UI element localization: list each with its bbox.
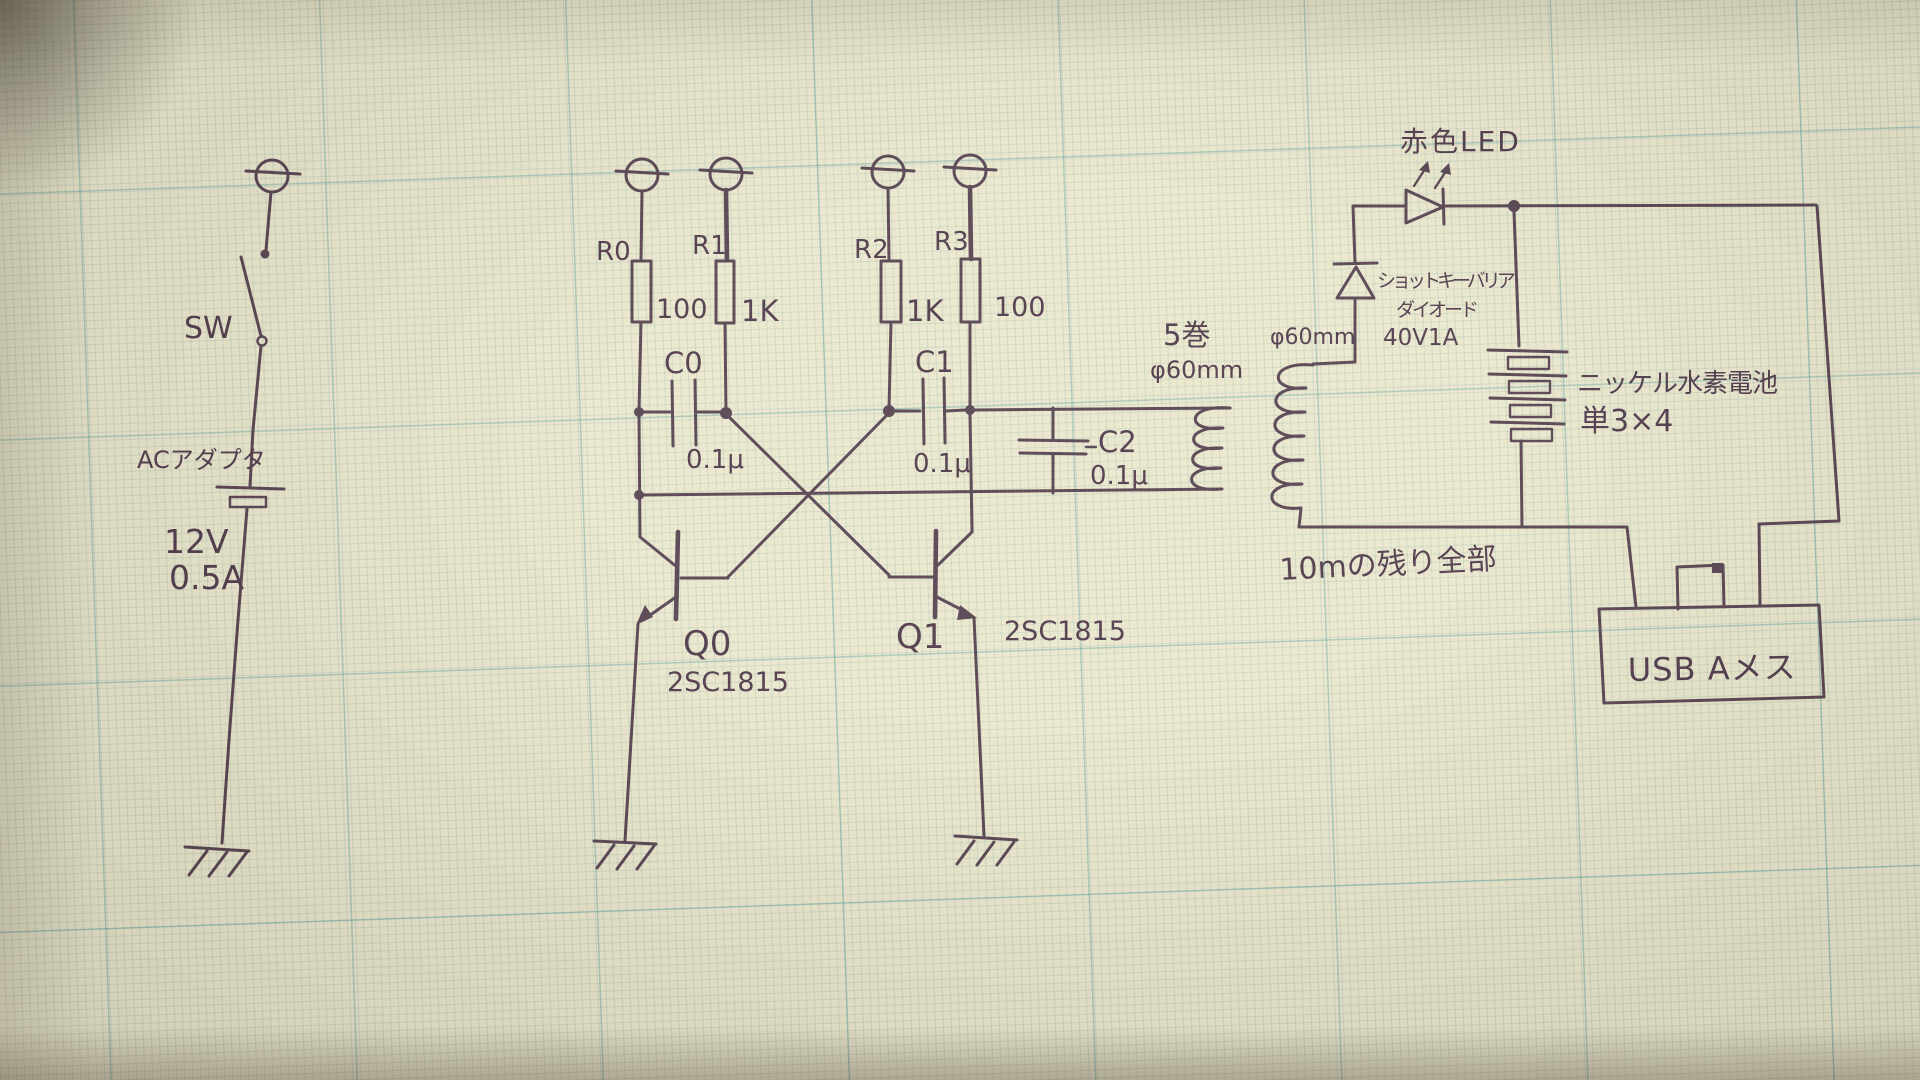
- wire: [264, 190, 273, 252]
- right-rail: [1757, 204, 1841, 526]
- resistor-r0-label: R0: [596, 237, 631, 267]
- transistor-q1-part: 2SC1815: [1004, 616, 1126, 647]
- resistor-r2-value: 1K: [906, 294, 944, 328]
- capacitor-c0-symbol: [642, 378, 723, 448]
- resistor-body-r2: [879, 259, 903, 324]
- capacitor-c0-label: C0: [664, 346, 703, 380]
- schottky-name-line2: ダイオード: [1396, 299, 1477, 321]
- resistor-r0-value: 100: [656, 294, 708, 325]
- rx-coil-diameter: φ60mm: [1270, 325, 1355, 350]
- resistor-r1-label: R1: [692, 231, 727, 261]
- capacitor-c2-symbol: [1017, 406, 1098, 495]
- wire: [1311, 360, 1357, 366]
- adapter-voltage: 12V: [164, 522, 229, 561]
- switch-label: SW: [184, 311, 233, 346]
- resistor-r3-value: 100: [994, 292, 1046, 323]
- battery-cells-label: 単3×4: [1580, 404, 1673, 439]
- transistor-q0-label: Q0: [683, 624, 731, 664]
- capacitor-c2-label: C2: [1098, 425, 1137, 459]
- rx-coil-note: 10mの残り全部: [1279, 542, 1498, 588]
- battery-symbol: [1486, 210, 1569, 529]
- receiver-circuit: φ60mm 10mの残り全部 ショットキーバリア ダイオード 40V1A: [1270, 125, 1841, 705]
- ac-adapter-circuit: SW ACアダプタ 12V 0.5A: [137, 158, 302, 878]
- adapter-plus-plate: [215, 485, 286, 491]
- adapter-label: ACアダプタ: [137, 446, 266, 474]
- usb-label: USB Aメス: [1627, 648, 1796, 689]
- led-symbol: [1404, 161, 1451, 226]
- schottky-name-line1: ショットキーバリア: [1377, 270, 1515, 292]
- transistor-q0-part: 2SC1815: [667, 667, 789, 698]
- resistor-r2-label: R2: [854, 235, 889, 265]
- capacitor-c1-symbol: [892, 376, 967, 446]
- transistor-q1-label: Q1: [896, 617, 944, 657]
- junction-dot: [1508, 200, 1520, 212]
- switch-contact: [256, 335, 268, 347]
- top-rail: [1442, 203, 1818, 208]
- wire: [1757, 522, 1762, 607]
- led-label: 赤色LED: [1400, 125, 1521, 158]
- capacitor-c1-value: 0.1μ: [913, 449, 971, 479]
- oscillator-circuit: R0 100 R1 1K R2 1K R3 100 C0 0.1μ: [592, 153, 1243, 871]
- usb-connector-tab: [1675, 563, 1726, 611]
- resistor-r3-label: R3: [934, 227, 969, 257]
- resistor-body-r3: [959, 257, 982, 324]
- rx-coil: [1270, 363, 1315, 529]
- junction-dot: [260, 249, 270, 259]
- supply-terminal-icon: [254, 158, 290, 194]
- battery-type-label: ニッケル水素電池: [1577, 369, 1778, 399]
- junction-dot: [634, 490, 644, 500]
- capacitor-c2-value: 0.1μ: [1090, 461, 1148, 491]
- capacitor-c0-value: 0.1μ: [686, 445, 744, 475]
- resistor-body-r1: [714, 259, 736, 325]
- wire: [1625, 525, 1638, 609]
- tx-coil-turns: 5巻: [1163, 318, 1210, 352]
- capacitor-c1-label: C1: [915, 345, 954, 379]
- ground-symbol: [183, 845, 251, 878]
- ground-symbol: [953, 834, 1019, 867]
- tx-coil: [1190, 406, 1232, 491]
- tank-top-rail: [973, 406, 1232, 412]
- supply-terminal-crossbar: [244, 169, 302, 176]
- resistor-r1-value: 1K: [741, 294, 779, 328]
- schottky-rating: 40V1A: [1383, 325, 1459, 351]
- adapter-minus-plate: [228, 495, 268, 509]
- resistor-body-r0: [630, 259, 653, 324]
- adapter-current: 0.5A: [169, 558, 244, 597]
- switch-blade: [239, 255, 263, 338]
- ground-symbol: [592, 839, 658, 871]
- tx-coil-diameter: φ60mm: [1150, 356, 1243, 384]
